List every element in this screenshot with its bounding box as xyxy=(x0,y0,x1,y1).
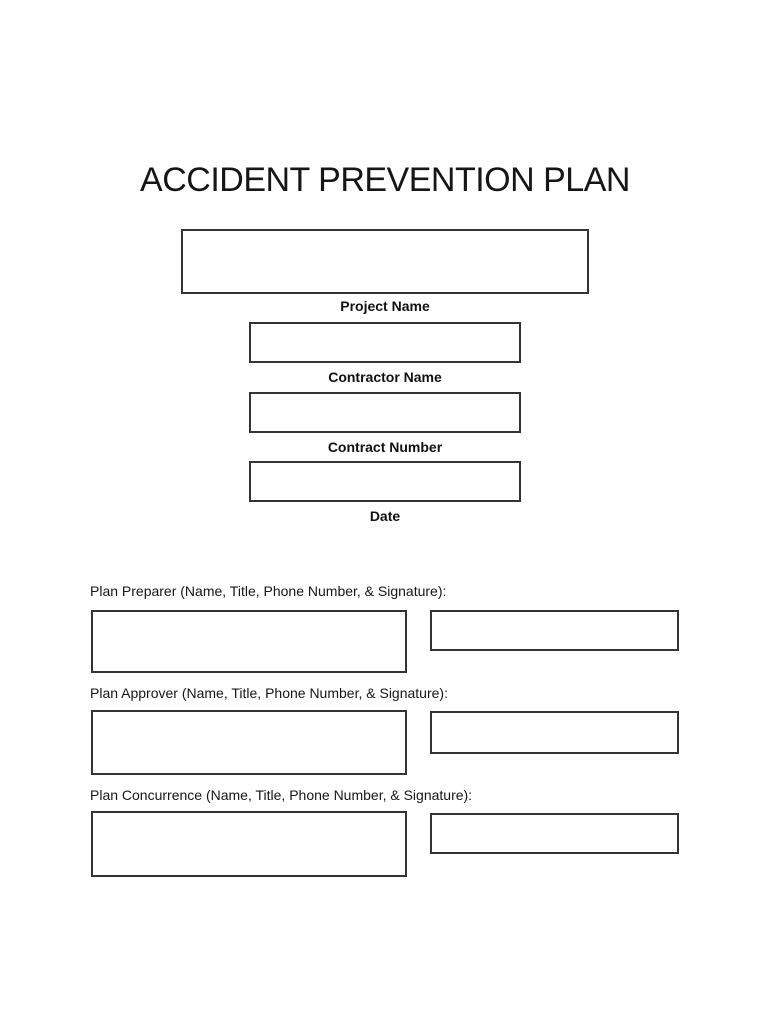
plan-preparer-label: Plan Preparer (Name, Title, Phone Number… xyxy=(90,583,447,599)
contract-number-label: Contract Number xyxy=(327,439,443,455)
plan-concurrence-details-input[interactable] xyxy=(91,811,407,877)
project-name-label: Project Name xyxy=(340,298,430,314)
date-input[interactable] xyxy=(249,461,521,502)
page-title: ACCIDENT PREVENTION PLAN xyxy=(140,161,630,199)
plan-approver-signature-input[interactable] xyxy=(430,711,679,754)
plan-preparer-signature-input[interactable] xyxy=(430,610,679,651)
plan-approver-label: Plan Approver (Name, Title, Phone Number… xyxy=(90,685,448,701)
date-label: Date xyxy=(369,508,401,524)
plan-preparer-details-input[interactable] xyxy=(91,610,407,673)
plan-concurrence-label: Plan Concurrence (Name, Title, Phone Num… xyxy=(90,787,473,803)
plan-concurrence-signature-input[interactable] xyxy=(430,813,679,854)
contractor-name-label: Contractor Name xyxy=(328,369,442,385)
contractor-name-input[interactable] xyxy=(249,322,521,363)
contract-number-input[interactable] xyxy=(249,392,521,433)
project-name-input[interactable] xyxy=(181,229,589,294)
plan-approver-details-input[interactable] xyxy=(91,710,407,775)
